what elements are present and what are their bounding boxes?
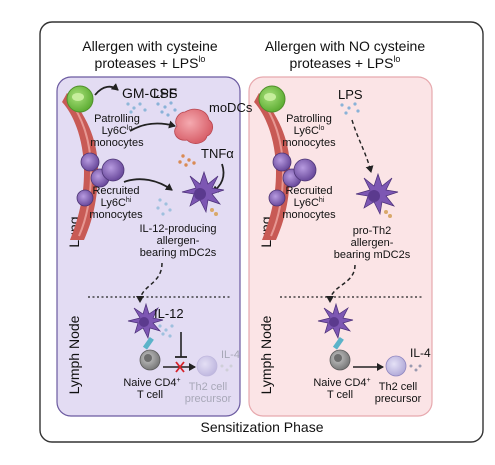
right-recruited-monocyte-icon	[293, 158, 317, 182]
right-lps-dots	[340, 102, 360, 115]
left-migration-arrow	[136, 262, 163, 303]
right-recruited-monocyte-icon	[268, 189, 286, 207]
left-modc-icon	[174, 108, 213, 144]
right-recruited-label-2: Ly6Chi	[294, 197, 325, 209]
left-recruited-label-3: monocytes	[89, 209, 143, 221]
right-th2-label-1: Th2 cell	[379, 381, 418, 393]
left-modc-label: moDCs	[209, 100, 253, 115]
right-title-line2: proteases + LPSlo	[290, 54, 401, 71]
right-title-line1: Allergen with NO cysteine	[265, 38, 426, 54]
left-recruited-label-1: Recruited	[92, 185, 139, 197]
right-naive-label-1: Naive CD4+	[313, 377, 370, 389]
right-ln-dc-icon	[317, 302, 354, 340]
left-patrolling-label-2: Ly6Clo	[102, 125, 133, 137]
left-naive-label-2: T cell	[137, 389, 163, 401]
left-gmcsf-dots	[126, 102, 147, 114]
right-th2-label-2: precursor	[375, 393, 422, 405]
right-mdc-label-2: allergen-	[351, 237, 394, 249]
right-lymph-node-label: Lymph Node	[258, 315, 274, 394]
right-panel	[248, 76, 433, 417]
left-th2-label-1: Th2 cell	[189, 381, 228, 393]
right-lps-arrow	[351, 119, 374, 173]
right-patrolling-label-2: Ly6Clo	[294, 125, 325, 137]
right-il4-label: IL-4	[410, 346, 431, 360]
left-block-x-icon	[175, 361, 185, 373]
right-mdc2-icon	[355, 172, 399, 216]
left-il12-dots-upper	[156, 198, 172, 216]
left-recruited-monocyte-icon	[80, 152, 100, 172]
left-monocyte-to-dc-arrow	[123, 178, 173, 191]
left-recruited-monocyte-icon	[76, 189, 94, 207]
right-migration-arrow	[326, 264, 356, 303]
left-mdc-label-2: allergen-	[157, 235, 200, 247]
right-recruited-monocyte-icon	[272, 152, 292, 172]
left-tnfa-dots	[178, 154, 196, 167]
left-mdc2-icon	[181, 170, 225, 214]
left-modc-arrow	[129, 120, 176, 132]
right-th2-precursor-icon	[385, 355, 407, 377]
right-patrolling-label-1: Patrolling	[286, 113, 332, 125]
left-th2-precursor-icon	[196, 355, 218, 377]
left-mdc-label-3: bearing mDC2s	[140, 247, 217, 259]
left-patrolling-label-3: monocytes	[90, 137, 144, 149]
left-il12-dots	[158, 324, 174, 338]
left-lps-label: LPS	[153, 86, 178, 101]
phase-label: Sensitization Phase	[201, 419, 324, 435]
left-title-line1: Allergen with cysteine	[82, 38, 218, 54]
left-lymph-node-label: Lymph Node	[66, 315, 82, 394]
left-mdc-label-1: IL-12-producing	[139, 223, 216, 235]
right-mdc-label-3: bearing mDC2s	[334, 249, 411, 261]
left-recruited-monocyte-icon	[101, 158, 125, 182]
left-gmcsf-label: GM-CSF	[122, 85, 177, 101]
left-tnfa-label: TNFα	[201, 146, 234, 161]
right-recruited-label-3: monocytes	[282, 209, 336, 221]
right-patrolling-label-3: monocytes	[282, 137, 336, 149]
left-lps-dots	[156, 101, 177, 117]
left-gmcsf-arrow	[94, 83, 119, 96]
right-lps-label: LPS	[338, 87, 363, 102]
left-title-line2: proteases + LPSlo	[95, 54, 206, 71]
right-naive-label-2: T cell	[327, 389, 353, 401]
left-il4-label: IL-4	[221, 349, 240, 361]
left-il12-label: IL-12	[154, 306, 184, 321]
right-recruited-label-1: Recruited	[285, 185, 332, 197]
left-naive-label-1: Naive CD4+	[123, 377, 180, 389]
right-mdc-label-1: pro-Th2	[353, 225, 392, 237]
left-th2-label-2: precursor	[185, 393, 232, 405]
left-patrolling-label-1: Patrolling	[94, 113, 140, 125]
left-recruited-label-2: Ly6Chi	[101, 197, 132, 209]
left-ln-dc-icon	[127, 302, 164, 340]
